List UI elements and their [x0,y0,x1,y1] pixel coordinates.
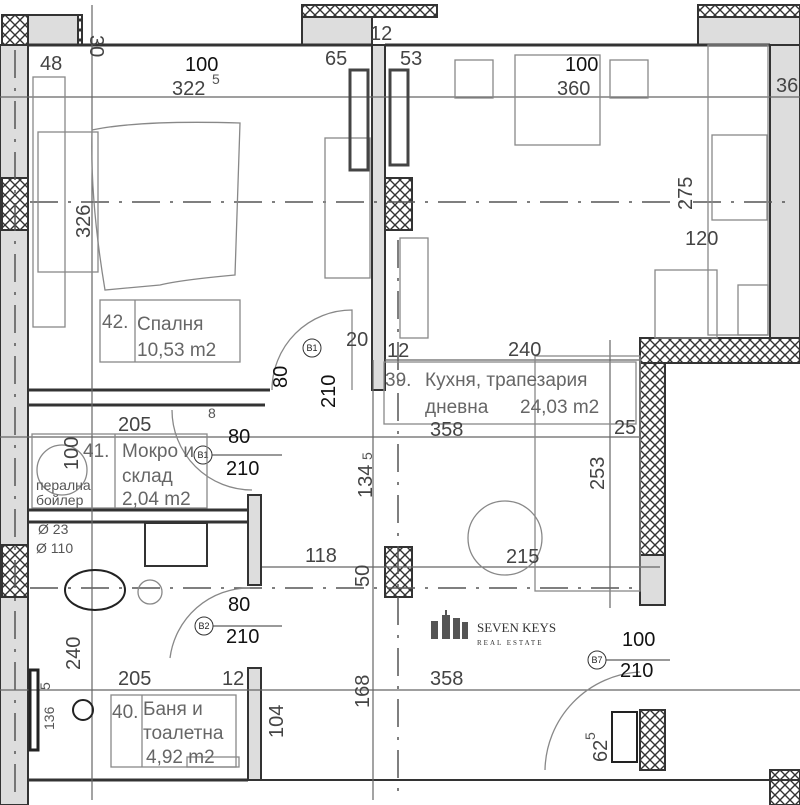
svg-text:Баня и: Баня и [143,699,203,720]
chair [454,59,494,99]
svg-text:Кухня, трапезария: Кухня, трапезария [425,370,587,391]
grid-lines [0,5,800,800]
bed [91,121,241,291]
washbasin [144,522,208,567]
dimension-label: 253 [587,457,609,490]
door-width: 100 [622,629,655,651]
dimension-label: 36 [776,75,798,97]
shower [72,699,94,721]
svg-text:4,92 m2: 4,92 m2 [146,747,215,768]
door-tag: B1 [197,450,208,460]
svg-text:REAL ESTATE: REAL ESTATE [477,639,543,647]
svg-text:SEVEN KEYS: SEVEN KEYS [477,620,556,635]
dimension-label: 136 [41,706,57,730]
dimension-labels: 30 48 100 322 5 65 12 53 100 360 36 326 … [36,23,798,762]
svg-text:10,53 m2: 10,53 m2 [137,340,216,361]
dimension-label: 62 [590,740,612,762]
svg-text:41.: 41. [83,441,109,462]
door-height: 210 [620,660,653,682]
dimension-label: 240 [508,339,541,361]
dimension-label: 8 [208,405,216,421]
dimension-label: 358 [430,419,463,441]
door-tag: B2 [198,621,209,631]
svg-text:склад: склад [122,466,173,487]
skyline-icon [431,610,468,639]
dimension-label: 5 [582,732,598,740]
bed-sidetable [32,76,66,328]
wardrobe [324,137,371,279]
svg-text:40.: 40. [112,702,138,723]
coffee-table [467,500,543,576]
svg-text:Спалня: Спалня [137,314,203,335]
dimension-label: 12 [370,23,392,45]
dimension-label: 5 [37,682,53,690]
dimension-label: 360 [557,78,590,100]
door-height: 210 [318,375,340,408]
door-tag: B1 [306,343,317,353]
door-width: 80 [228,594,250,616]
door-width: 80 [270,366,292,388]
dimension-label: 215 [506,546,539,568]
svg-text:Мокро и: Мокро и [122,441,194,462]
dimension-label: 30 [85,35,107,57]
dimension-label: 48 [40,53,62,75]
dimension-label: 100 [565,54,598,76]
toilet [64,569,126,611]
dimension-label: 25 [614,417,636,439]
dimension-label: 358 [430,668,463,690]
svg-text:24,03 m2: 24,03 m2 [520,397,599,418]
dimension-label: 205 [118,668,151,690]
seven-keys-logo: SEVEN KEYS REAL ESTATE [431,610,556,647]
dimension-label: 5 [212,71,220,87]
room-label-kitchen: 39. Кухня, трапезария дневна 24,03 m2 [383,361,637,425]
svg-text:бойлер: бойлер [36,492,84,508]
dimension-label: 5 [359,452,375,460]
door-height: 210 [226,626,259,648]
dimension-label: 104 [266,705,288,738]
dimension-label: 12 [222,668,244,690]
room-label-storage: 41. Мокро и склад 2,04 m2 перална бойлер [31,433,208,510]
pipe-label: Ø 23 [38,521,69,537]
dimension-label: 326 [73,205,95,238]
svg-text:перална: перална [36,477,91,493]
door-tag: B7 [591,655,602,665]
doors: B1 B1 B2 B7 80 210 80 210 80 210 100 210 [169,309,670,771]
dimension-label: 240 [63,637,85,670]
dimension-label: 322 [172,78,205,100]
dimension-label: 205 [118,414,151,436]
pipe-label: Ø 110 [36,540,73,556]
dimension-label: 65 [325,48,347,70]
dining-table [514,54,601,146]
door-tag-b7[interactable]: B7 [587,650,670,670]
door-tag-b2[interactable]: B2 [194,616,282,636]
sink [711,134,768,221]
svg-text:тоалетна: тоалетна [143,723,224,744]
dimension-label: 275 [675,177,697,210]
svg-text:42.: 42. [102,312,128,333]
dimension-label: 168 [352,675,374,708]
furniture [28,44,769,768]
dimension-label: 118 [305,545,337,567]
dimension-label: 100 [185,54,218,76]
dimension-label: 120 [685,228,718,250]
walls [0,4,800,805]
chair [609,59,649,99]
dimension-label: 134 [355,465,377,498]
dimension-label: 20 [346,329,368,351]
door-tag-b1[interactable]: B1 [302,338,322,358]
dimension-label: 50 [352,565,374,587]
svg-text:дневна: дневна [425,397,489,418]
dimension-label: 100 [61,437,83,470]
dimension-label: 53 [400,48,422,70]
sofa [534,355,641,592]
door-height: 210 [226,458,259,480]
dimension-label: 12 [387,340,409,362]
svg-text:2,04 m2: 2,04 m2 [122,489,191,510]
room-label-bedroom: 42. Спалня 10,53 m2 [99,299,241,363]
washing-machine [36,444,88,496]
room-label-bathroom: 40. Баня и тоалетна 4,92 m2 [110,694,237,768]
door-width: 80 [228,426,250,448]
svg-text:39.: 39. [385,370,411,391]
